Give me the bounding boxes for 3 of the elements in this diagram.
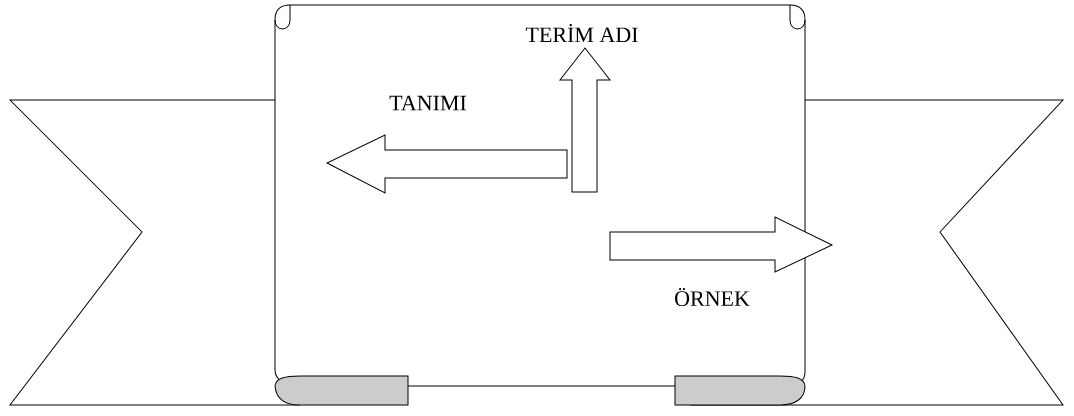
label-text: TANIMI — [389, 95, 467, 111]
label-text: TERİM ADI — [525, 23, 638, 43]
label-text: ÖRNEK — [675, 288, 750, 307]
